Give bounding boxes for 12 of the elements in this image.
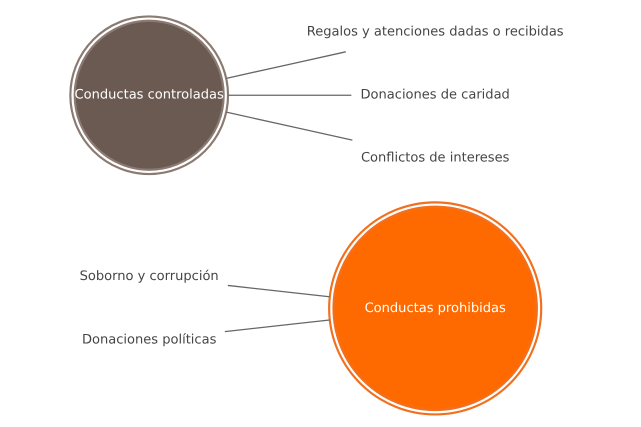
connector: [224, 319, 330, 332]
connector: [227, 284, 330, 298]
node-text: Donaciones políticas: [82, 332, 216, 348]
node-circle: Conductas prohibidas: [328, 201, 542, 416]
connector: [226, 51, 346, 79]
node-text: Soborno y corrupción: [79, 269, 218, 284]
connector: [228, 94, 351, 96]
node-text: Donaciones de caridad: [360, 88, 510, 103]
connector: [226, 112, 352, 141]
node-text: Regalos y atenciones dadas o recibidas: [306, 24, 564, 40]
node-circle: Conductas controladas: [68, 15, 229, 176]
node-text: Conflictos de intereses: [360, 150, 509, 166]
